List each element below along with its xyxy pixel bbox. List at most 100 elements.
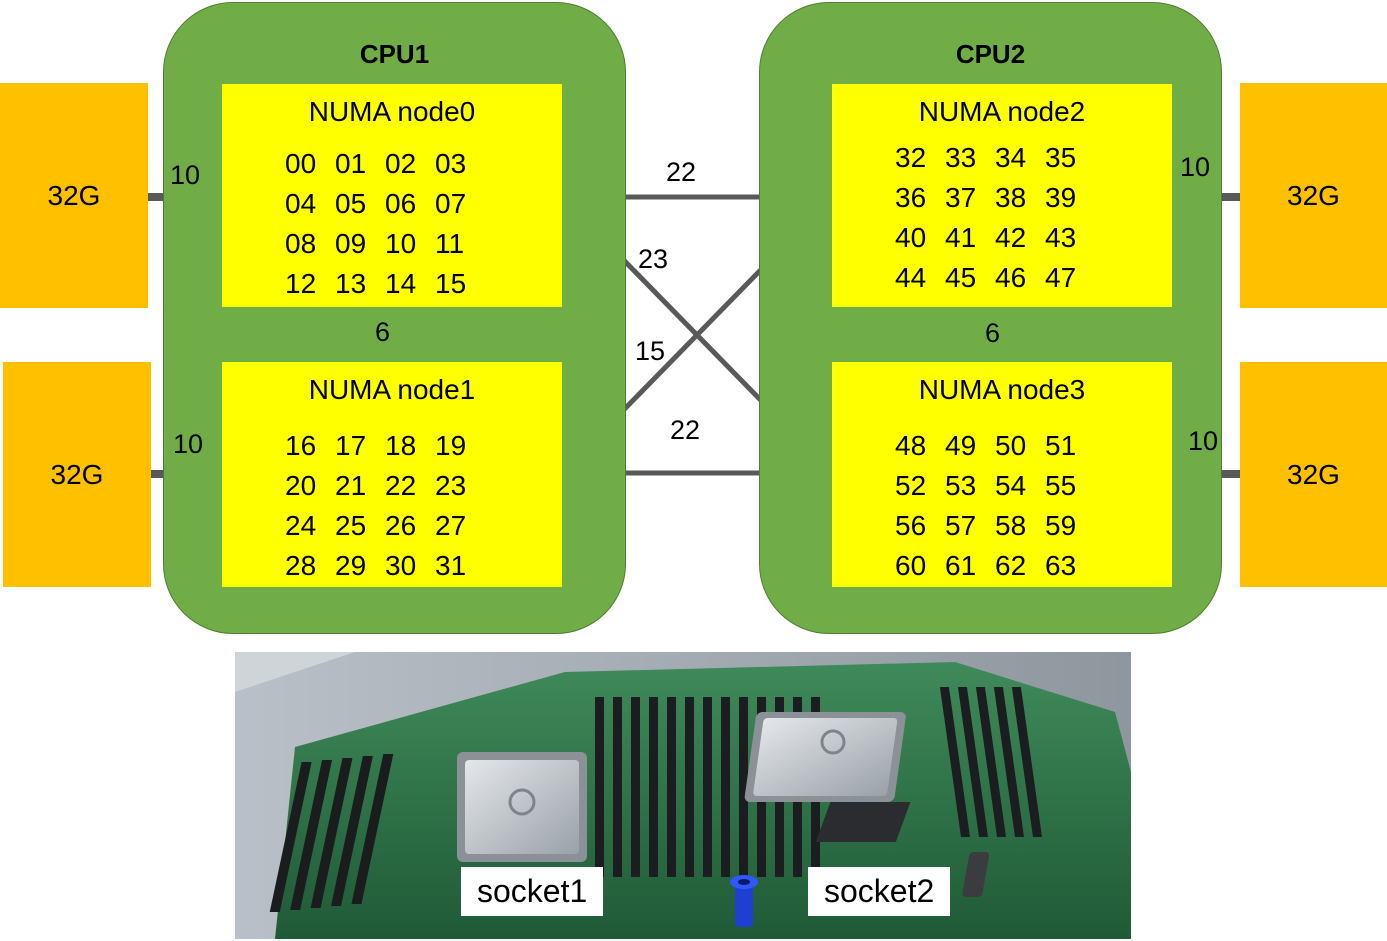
- numa-node-title: NUMA node3: [918, 374, 1086, 405]
- core-id: 02: [385, 148, 417, 179]
- socket2-label: socket2: [808, 867, 951, 916]
- distance-label-node0-node2: 22: [666, 157, 697, 187]
- core-id: 18: [385, 430, 417, 461]
- core-id: 39: [1045, 182, 1077, 213]
- core-id: 36: [895, 182, 927, 213]
- core-id: 17: [335, 430, 367, 461]
- memory-block-node1: 32G: [3, 362, 151, 587]
- core-id: 09: [335, 228, 367, 259]
- core-id: 06: [385, 188, 417, 219]
- core-id: 32: [895, 142, 927, 173]
- core-id: 43: [1045, 222, 1077, 253]
- numa-node-title: NUMA node0: [308, 96, 476, 127]
- distance-label-node1-node3: 22: [670, 415, 701, 445]
- core-id: 21: [335, 470, 367, 501]
- core-id: 35: [1045, 142, 1077, 173]
- core-id: 29: [335, 550, 367, 581]
- core-id: 20: [285, 470, 317, 501]
- core-id: 42: [995, 222, 1027, 253]
- core-id: 15: [435, 268, 467, 299]
- core-id: 31: [435, 550, 467, 581]
- core-id: 57: [945, 510, 977, 541]
- memory-size-label: 32G: [1287, 458, 1340, 490]
- core-id: 59: [1045, 510, 1077, 541]
- core-id: 40: [895, 222, 927, 253]
- numa-node-title: NUMA node1: [308, 374, 476, 405]
- core-id: 38: [995, 182, 1027, 213]
- memory-block-node0: 32G: [0, 83, 148, 308]
- core-id: 49: [945, 430, 977, 461]
- core-id: 22: [385, 470, 417, 501]
- core-id: 47: [1045, 262, 1077, 293]
- core-id: 01: [335, 148, 367, 179]
- distance-label-mem-node3: 10: [1188, 426, 1219, 456]
- core-id: 23: [435, 470, 467, 501]
- motherboard-photo: socket1 socket2: [235, 652, 1131, 939]
- distance-label-node2-node3: 6: [985, 318, 1001, 348]
- memory-size-label: 32G: [1287, 179, 1340, 211]
- distance-label-node1-node2: 15: [635, 336, 666, 366]
- core-id: 51: [1045, 430, 1077, 461]
- core-id: 60: [895, 550, 927, 581]
- core-id: 50: [995, 430, 1027, 461]
- core-id: 00: [285, 148, 317, 179]
- core-id: 12: [285, 268, 317, 299]
- distance-label-mem-node1: 10: [173, 429, 204, 459]
- core-grid: 32 33 34 35 36 37 38 39 40 41 42 43 44 45 46 47: [895, 138, 1095, 298]
- core-id: 30: [385, 550, 417, 581]
- core-id: 63: [1045, 550, 1077, 581]
- core-id: 04: [285, 188, 317, 219]
- memory-block-node3: 32G: [1240, 362, 1387, 587]
- motherboard-illustration: [235, 652, 1131, 939]
- core-id: 24: [285, 510, 317, 541]
- core-id: 26: [385, 510, 417, 541]
- core-id: 16: [285, 430, 317, 461]
- distance-label-node0-node1: 6: [375, 317, 391, 347]
- memory-size-label: 32G: [50, 458, 104, 490]
- core-id: 52: [895, 470, 927, 501]
- cpu-socket2-heatspreader: [744, 712, 906, 802]
- core-id: 46: [995, 262, 1027, 293]
- core-grid: 48 49 50 51 52 53 54 55 56 57 58 59 60 61 62 63: [895, 426, 1095, 586]
- core-id: 45: [945, 262, 977, 293]
- memory-size-label: 32G: [47, 179, 101, 211]
- distance-label-node0-node3: 23: [638, 244, 669, 274]
- core-id: 11: [435, 228, 465, 259]
- core-id: 53: [945, 470, 977, 501]
- core-id: 54: [995, 470, 1027, 501]
- core-id: 14: [385, 268, 417, 299]
- core-id: 41: [945, 222, 977, 253]
- core-id: 44: [895, 262, 927, 293]
- core-id: 08: [285, 228, 317, 259]
- core-id: 62: [995, 550, 1027, 581]
- cpu-title: CPU2: [955, 39, 1026, 69]
- core-id: 48: [895, 430, 927, 461]
- core-id: 19: [435, 430, 467, 461]
- core-id: 33: [945, 142, 977, 173]
- core-id: 25: [335, 510, 367, 541]
- cpu-socket1-heatspreader: [457, 752, 587, 862]
- core-id: 58: [995, 510, 1027, 541]
- core-id: 61: [945, 550, 977, 581]
- core-id: 13: [335, 268, 367, 299]
- core-id: 05: [335, 188, 367, 219]
- core-id: 07: [435, 188, 467, 219]
- blue-standoff: [730, 875, 758, 927]
- core-id: 56: [895, 510, 927, 541]
- numa-node3: NUMA node3 48 49 50 51 52 53 54 55 56 57 58 59 60 61 6…: [832, 362, 1172, 587]
- core-id: 55: [1045, 470, 1077, 501]
- socket1-label: socket1: [461, 867, 604, 916]
- core-id: 03: [435, 148, 467, 179]
- cpu-title: CPU1: [359, 39, 430, 69]
- core-id: 28: [285, 550, 317, 581]
- distance-label-mem-node2: 10: [1180, 152, 1211, 182]
- distance-label-mem-node0: 10: [170, 160, 201, 190]
- core-id: 37: [945, 182, 977, 213]
- memory-block-node2: 32G: [1240, 83, 1387, 308]
- core-id: 34: [995, 142, 1027, 173]
